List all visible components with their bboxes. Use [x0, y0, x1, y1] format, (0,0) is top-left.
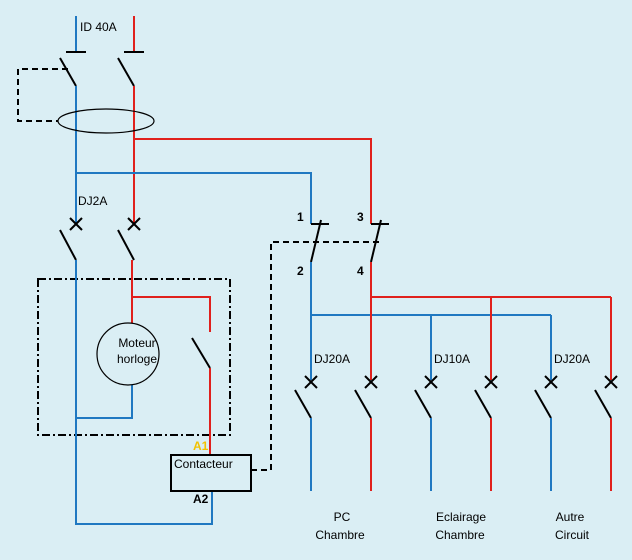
- circuit-pc-line1: PC: [334, 510, 351, 524]
- contact-2-label: 2: [297, 264, 304, 278]
- circuit-other-line2: Circuit: [555, 528, 590, 542]
- circuit-labels: PC Chambre Eclairage Chambre Autre Circu…: [315, 510, 589, 542]
- contactor-label: Contacteur: [174, 457, 233, 471]
- circuit-lighting-line2: Chambre: [435, 528, 485, 542]
- differential-toroid: [57, 108, 155, 134]
- clock-breaker: DJ2A: [59, 194, 141, 261]
- contact-3-label: 3: [357, 210, 364, 224]
- clock-enclosure: [37, 278, 231, 436]
- clock-breaker-label: DJ2A: [78, 194, 107, 208]
- motor-label-line1: Moteur: [118, 336, 155, 350]
- clock-wiring: [75, 260, 213, 525]
- contact-4-label: 4: [357, 264, 364, 278]
- terminal-a1-label: A1: [193, 439, 209, 453]
- supply-wiring: [75, 86, 372, 224]
- distribution-bus: [310, 262, 612, 380]
- clock-motor: Moteur horloge: [96, 322, 160, 386]
- contactor-coil: Contacteur A1 A2: [170, 439, 252, 506]
- circuit-lighting-line1: Eclairage: [436, 510, 486, 524]
- terminal-a2-label: A2: [193, 492, 209, 506]
- contactor-power-contacts: 1 3 2 4: [297, 210, 389, 278]
- motor-label-line2: horloge: [117, 352, 157, 366]
- main-breaker-label: ID 40A: [80, 20, 117, 34]
- output-circuits: [310, 418, 612, 491]
- contact-1-label: 1: [297, 210, 304, 224]
- differential-test-loop: [17, 68, 68, 122]
- breaker-lighting-label: DJ10A: [434, 352, 470, 366]
- circuit-other-line1: Autre: [556, 510, 585, 524]
- contactor-mechanical-link: [251, 241, 380, 471]
- breaker-other-label: DJ20A: [554, 352, 590, 366]
- circuit-pc-line2: Chambre: [315, 528, 365, 542]
- breaker-pc-label: DJ20A: [314, 352, 350, 366]
- main-differential-breaker: ID 40A: [59, 16, 144, 87]
- circuit-breakers: DJ20A DJ10A DJ20A: [294, 352, 618, 419]
